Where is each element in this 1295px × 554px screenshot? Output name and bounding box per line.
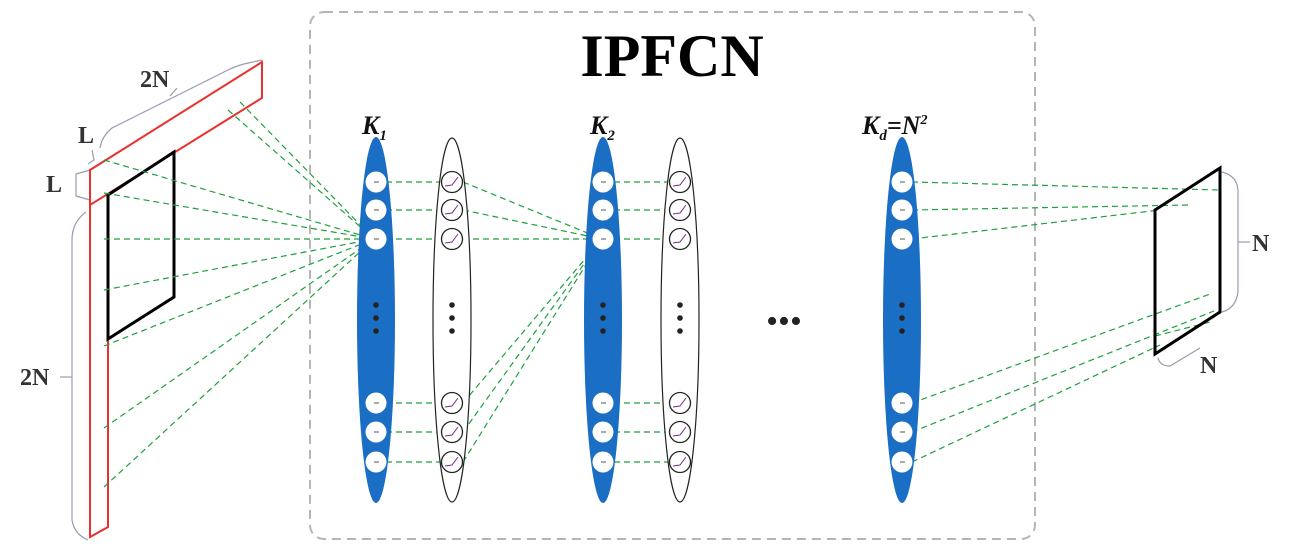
activation-node: [668, 198, 692, 222]
activation-node: [668, 420, 692, 444]
bracket-l-top: [87, 149, 95, 165]
ellipsis-dot: [373, 328, 379, 334]
bracket-output-side: [1221, 171, 1239, 313]
relu-curve-icon: [672, 397, 687, 408]
relu-curve-icon: [444, 397, 459, 408]
activation-node: [668, 391, 692, 415]
ipfcn-title: IPFCN: [580, 23, 763, 89]
relu-curve-icon: [672, 426, 687, 437]
input-connection: [103, 192, 375, 240]
relu-curve-icon: [672, 176, 687, 187]
layer-label-kd: Kd=N2: [861, 111, 927, 144]
relu-curve-icon: [672, 233, 687, 244]
ellipsis-dot: [600, 328, 606, 334]
activation-node: [668, 170, 692, 194]
relu-curve-icon: [444, 176, 459, 187]
input-connection: [103, 238, 375, 429]
activation-layer-connection: [462, 181, 603, 240]
ellipsis-dot: [899, 328, 905, 334]
label-2n-top: 2N: [140, 67, 170, 93]
output-connection: [911, 181, 1221, 191]
label-l-side: L: [46, 172, 62, 198]
output-square: [1153, 165, 1222, 357]
input-black-square: [106, 149, 176, 342]
relu-curve-icon: [444, 204, 459, 215]
activation-node: [440, 170, 464, 194]
bracket-output-bottom: [1157, 347, 1201, 367]
input-connection: [103, 238, 375, 488]
activation-node: [440, 450, 464, 474]
ellipsis-dot: [677, 315, 683, 321]
output-connection: [911, 204, 1191, 211]
relu-curve-icon: [444, 233, 459, 244]
ellipsis-dot: [449, 315, 455, 321]
input-connection: [103, 238, 375, 347]
activation-layer-1: [432, 137, 472, 503]
ellipsis-dot: [449, 302, 455, 308]
label-l-top: L: [78, 123, 94, 149]
output-connection: [911, 293, 1211, 404]
output-block: N N: [1153, 165, 1270, 379]
input-connection: [103, 159, 375, 240]
bracket-left-2n: [71, 211, 89, 541]
activation-layer-connection: [462, 238, 603, 463]
label-n-side: N: [1252, 231, 1270, 257]
input-red-outline: [89, 60, 263, 539]
label-n-bottom: N: [1200, 353, 1218, 379]
ellipsis-dot: [677, 328, 683, 334]
activation-node: [668, 227, 692, 251]
ellipsis-dot: [899, 302, 905, 308]
relu-curve-icon: [672, 204, 687, 215]
ellipsis-dot: [600, 315, 606, 321]
layer-kd: [883, 137, 921, 503]
layer-k1: [357, 137, 395, 503]
activation-layer-2: [660, 137, 700, 503]
ellipsis-dot: [677, 302, 683, 308]
bracket-top-2n: [99, 59, 263, 149]
ellipsis-dot: [600, 302, 606, 308]
activation-node: [440, 198, 464, 222]
activation-layer-connection: [462, 238, 603, 433]
activation-node: [440, 420, 464, 444]
input-connection: [239, 101, 375, 240]
ellipsis-dot: [373, 315, 379, 321]
output-connection: [911, 310, 1215, 433]
relu-curve-icon: [444, 426, 459, 437]
relu-curve-icon: [672, 456, 687, 467]
activation-node: [668, 450, 692, 474]
activation-layer-connection: [462, 238, 603, 404]
label-2n-left: 2N: [20, 365, 50, 391]
activation-layer-connection: [462, 209, 603, 240]
layer-ellipsis: •••: [766, 303, 802, 340]
layer-label-k2: K2: [589, 111, 615, 144]
ellipsis-dot: [449, 328, 455, 334]
network-layers: [357, 137, 921, 503]
ipfcn-frame: [309, 11, 1036, 540]
output-connection: [911, 344, 1161, 463]
layer-label-k1: K1: [361, 111, 387, 144]
input-connection: [103, 238, 375, 291]
input-block: 2N L L 2N: [20, 59, 263, 541]
ellipsis-dot: [373, 302, 379, 308]
activation-node: [440, 227, 464, 251]
bracket-l-side: [75, 169, 91, 201]
relu-curve-icon: [444, 456, 459, 467]
ellipsis-dot: [899, 315, 905, 321]
input-connection: [227, 109, 375, 240]
output-connection: [911, 209, 1161, 240]
activation-node: [440, 391, 464, 415]
layer-k2: [584, 137, 622, 503]
connections: [103, 101, 1221, 488]
